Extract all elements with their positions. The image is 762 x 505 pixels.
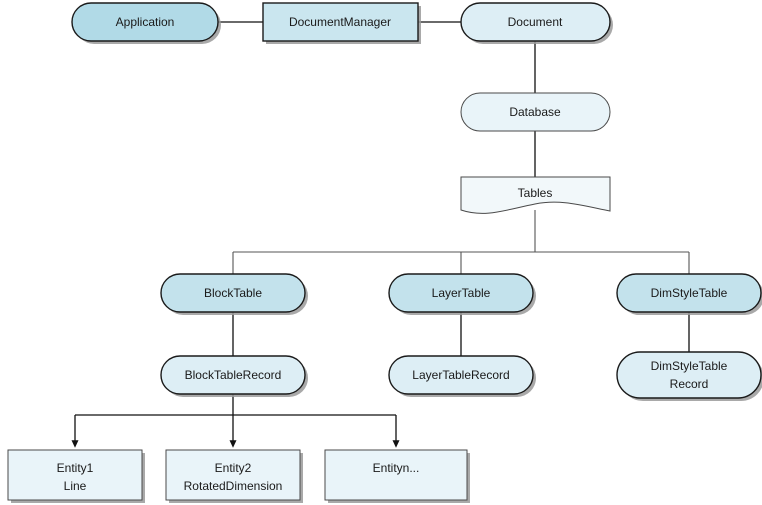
node-entity1[interactable]: Entity1 Line xyxy=(7,449,145,503)
layer-table-record-shape xyxy=(388,355,534,395)
edge-layer xyxy=(71,21,690,448)
database-shape xyxy=(460,92,611,132)
node-entity2[interactable]: Entity2 RotatedDimension xyxy=(165,449,303,503)
node-dim-style-table[interactable]: DimStyleTable xyxy=(616,273,762,315)
dim-style-table-record-shape xyxy=(616,351,762,399)
node-layer-table-record[interactable]: LayerTableRecord xyxy=(388,355,536,397)
node-database[interactable]: Database xyxy=(460,92,611,132)
tables-shape xyxy=(460,176,611,214)
node-application[interactable]: Application xyxy=(71,2,221,44)
edge-block-table-record-branch xyxy=(71,394,400,448)
node-layer-table[interactable]: LayerTable xyxy=(388,273,536,315)
node-tables[interactable]: Tables xyxy=(460,176,611,214)
dim-style-table-shape xyxy=(616,273,762,313)
node-block-table[interactable]: BlockTable xyxy=(160,273,308,315)
entityn-shape xyxy=(324,449,468,501)
application-shape xyxy=(71,2,219,42)
node-block-table-record[interactable]: BlockTableRecord xyxy=(160,355,308,397)
document-manager-shape xyxy=(262,2,419,42)
document-shape xyxy=(460,2,611,42)
layer-table-shape xyxy=(388,273,534,313)
entity1-shape xyxy=(7,449,143,501)
block-table-shape xyxy=(160,273,306,313)
entity2-shape xyxy=(165,449,301,501)
node-document[interactable]: Document xyxy=(460,2,613,44)
node-entityn[interactable]: Entityn... xyxy=(324,449,470,503)
node-document-manager[interactable]: DocumentManager xyxy=(262,2,421,44)
edge-tables-branch xyxy=(232,210,690,274)
block-table-record-shape xyxy=(160,355,306,395)
node-dim-style-table-record[interactable]: DimStyleTable Record xyxy=(616,351,762,401)
